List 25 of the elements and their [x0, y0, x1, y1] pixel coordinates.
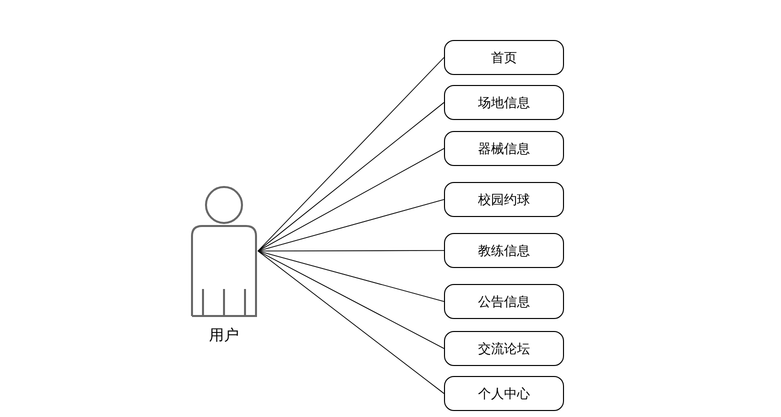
use-case-box: [444, 233, 564, 268]
connector-line: [258, 199, 444, 252]
use-case-label: 场地信息: [478, 94, 530, 112]
use-case-box: [444, 182, 564, 217]
connector-line: [258, 148, 444, 252]
use-case-label: 器械信息: [478, 140, 530, 158]
use-case-label: 校园约球: [478, 192, 530, 208]
use-case-box: [444, 40, 564, 75]
connector-line: [258, 250, 444, 302]
use-case-box: [444, 376, 564, 411]
connector-line: [258, 250, 444, 349]
connector-line: [258, 57, 444, 252]
connector-line: [258, 250, 444, 252]
use-case-label: 交流论坛: [478, 340, 530, 358]
use-case-label: 公告信息: [478, 294, 530, 310]
use-case-label: 教练信息: [478, 242, 530, 260]
use-case-label: 首页: [491, 50, 517, 66]
connector-line: [258, 250, 444, 394]
use-case-box: [444, 131, 564, 166]
use-case-label: 个人中心: [478, 386, 530, 402]
connector-line: [258, 102, 444, 252]
use-case-box: [444, 85, 564, 120]
use-case-box: [444, 331, 564, 366]
use-case-box: [444, 284, 564, 319]
actor-label: 用户: [208, 326, 240, 345]
